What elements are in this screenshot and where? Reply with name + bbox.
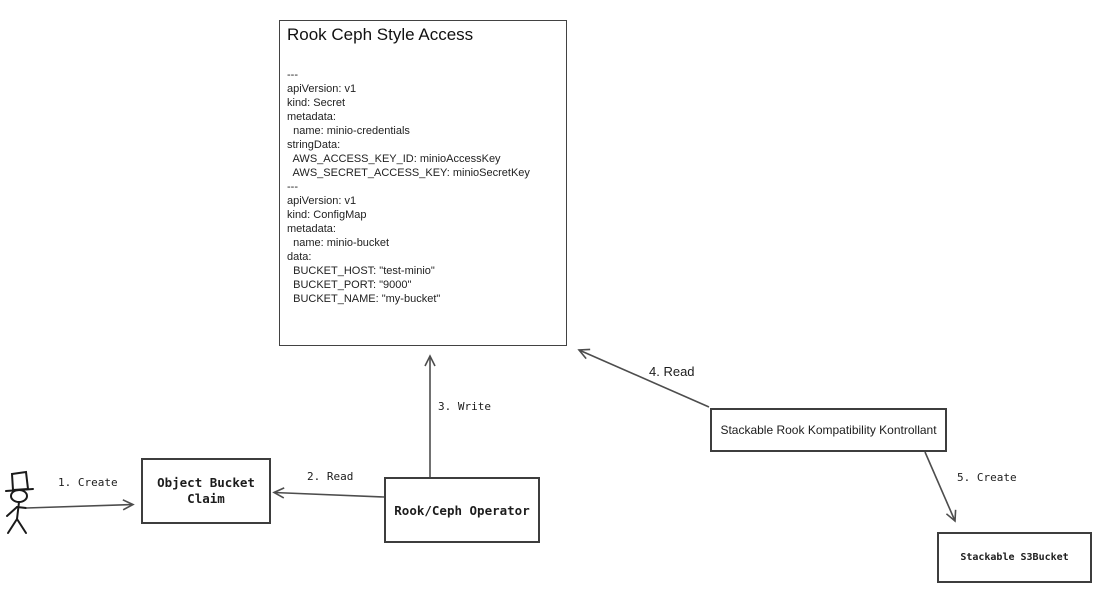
node-object-bucket-claim: Object Bucket Claim <box>141 458 271 524</box>
edge-create-obc-label: 1. Create <box>58 476 118 489</box>
yaml-box-title: Rook Ceph Style Access <box>287 25 474 44</box>
yaml-line: metadata: <box>287 111 336 123</box>
yaml-line: AWS_ACCESS_KEY_ID: minioAccessKey <box>287 153 501 165</box>
yaml-line: name: minio-bucket <box>287 237 390 249</box>
yaml-line: kind: Secret <box>287 97 346 109</box>
yaml-line: --- <box>287 69 298 81</box>
yaml-line: metadata: <box>287 223 336 235</box>
node-stackable-kontrollant-label: Stackable Rook Kompatibility Kontrollant <box>720 423 937 437</box>
node-rook-ceph-operator: Rook/Ceph Operator <box>384 477 540 543</box>
yaml-line: stringData: <box>287 139 341 151</box>
yaml-line: data: <box>287 251 312 263</box>
yaml-line: BUCKET_HOST: "test-minio" <box>287 265 435 277</box>
node-stackable-s3bucket: Stackable S3Bucket <box>937 532 1092 583</box>
node-rook-ceph-style-access: Rook Ceph Style Access --- apiVersion: v… <box>279 20 567 346</box>
edge-create-s3bucket-line <box>924 451 957 523</box>
edge-read-obc-label: 2. Read <box>307 470 354 483</box>
yaml-line: kind: ConfigMap <box>287 209 367 221</box>
user-actor-icon <box>5 470 34 534</box>
node-stackable-kontrollant: Stackable Rook Kompatibility Kontrollant <box>710 408 947 452</box>
edge-write-yaml-label: 3. Write <box>438 400 491 413</box>
yaml-line: AWS_SECRET_ACCESS_KEY: minioSecretKey <box>287 167 530 179</box>
node-rook-ceph-operator-label: Rook/Ceph Operator <box>394 502 530 518</box>
edge-create-s3bucket-label: 5. Create <box>957 471 1017 484</box>
edge-read-yaml-label: 4. Read <box>649 364 695 379</box>
yaml-line: BUCKET_NAME: "my-bucket" <box>287 293 441 305</box>
yaml-line: apiVersion: v1 <box>287 195 357 207</box>
yaml-line: BUCKET_PORT: "9000" <box>287 279 412 291</box>
node-object-bucket-claim-label: Object Bucket Claim <box>157 475 255 506</box>
edge-read-obc-line <box>272 487 385 499</box>
node-stackable-s3bucket-label: Stackable S3Bucket <box>960 552 1069 563</box>
yaml-line: name: minio-credentials <box>287 125 410 137</box>
yaml-code-block: --- apiVersion: v1 kind: Secret metadata… <box>287 68 530 306</box>
yaml-line: --- <box>287 181 298 193</box>
yaml-line: apiVersion: v1 <box>287 83 357 95</box>
edge-create-obc-line <box>25 499 135 511</box>
